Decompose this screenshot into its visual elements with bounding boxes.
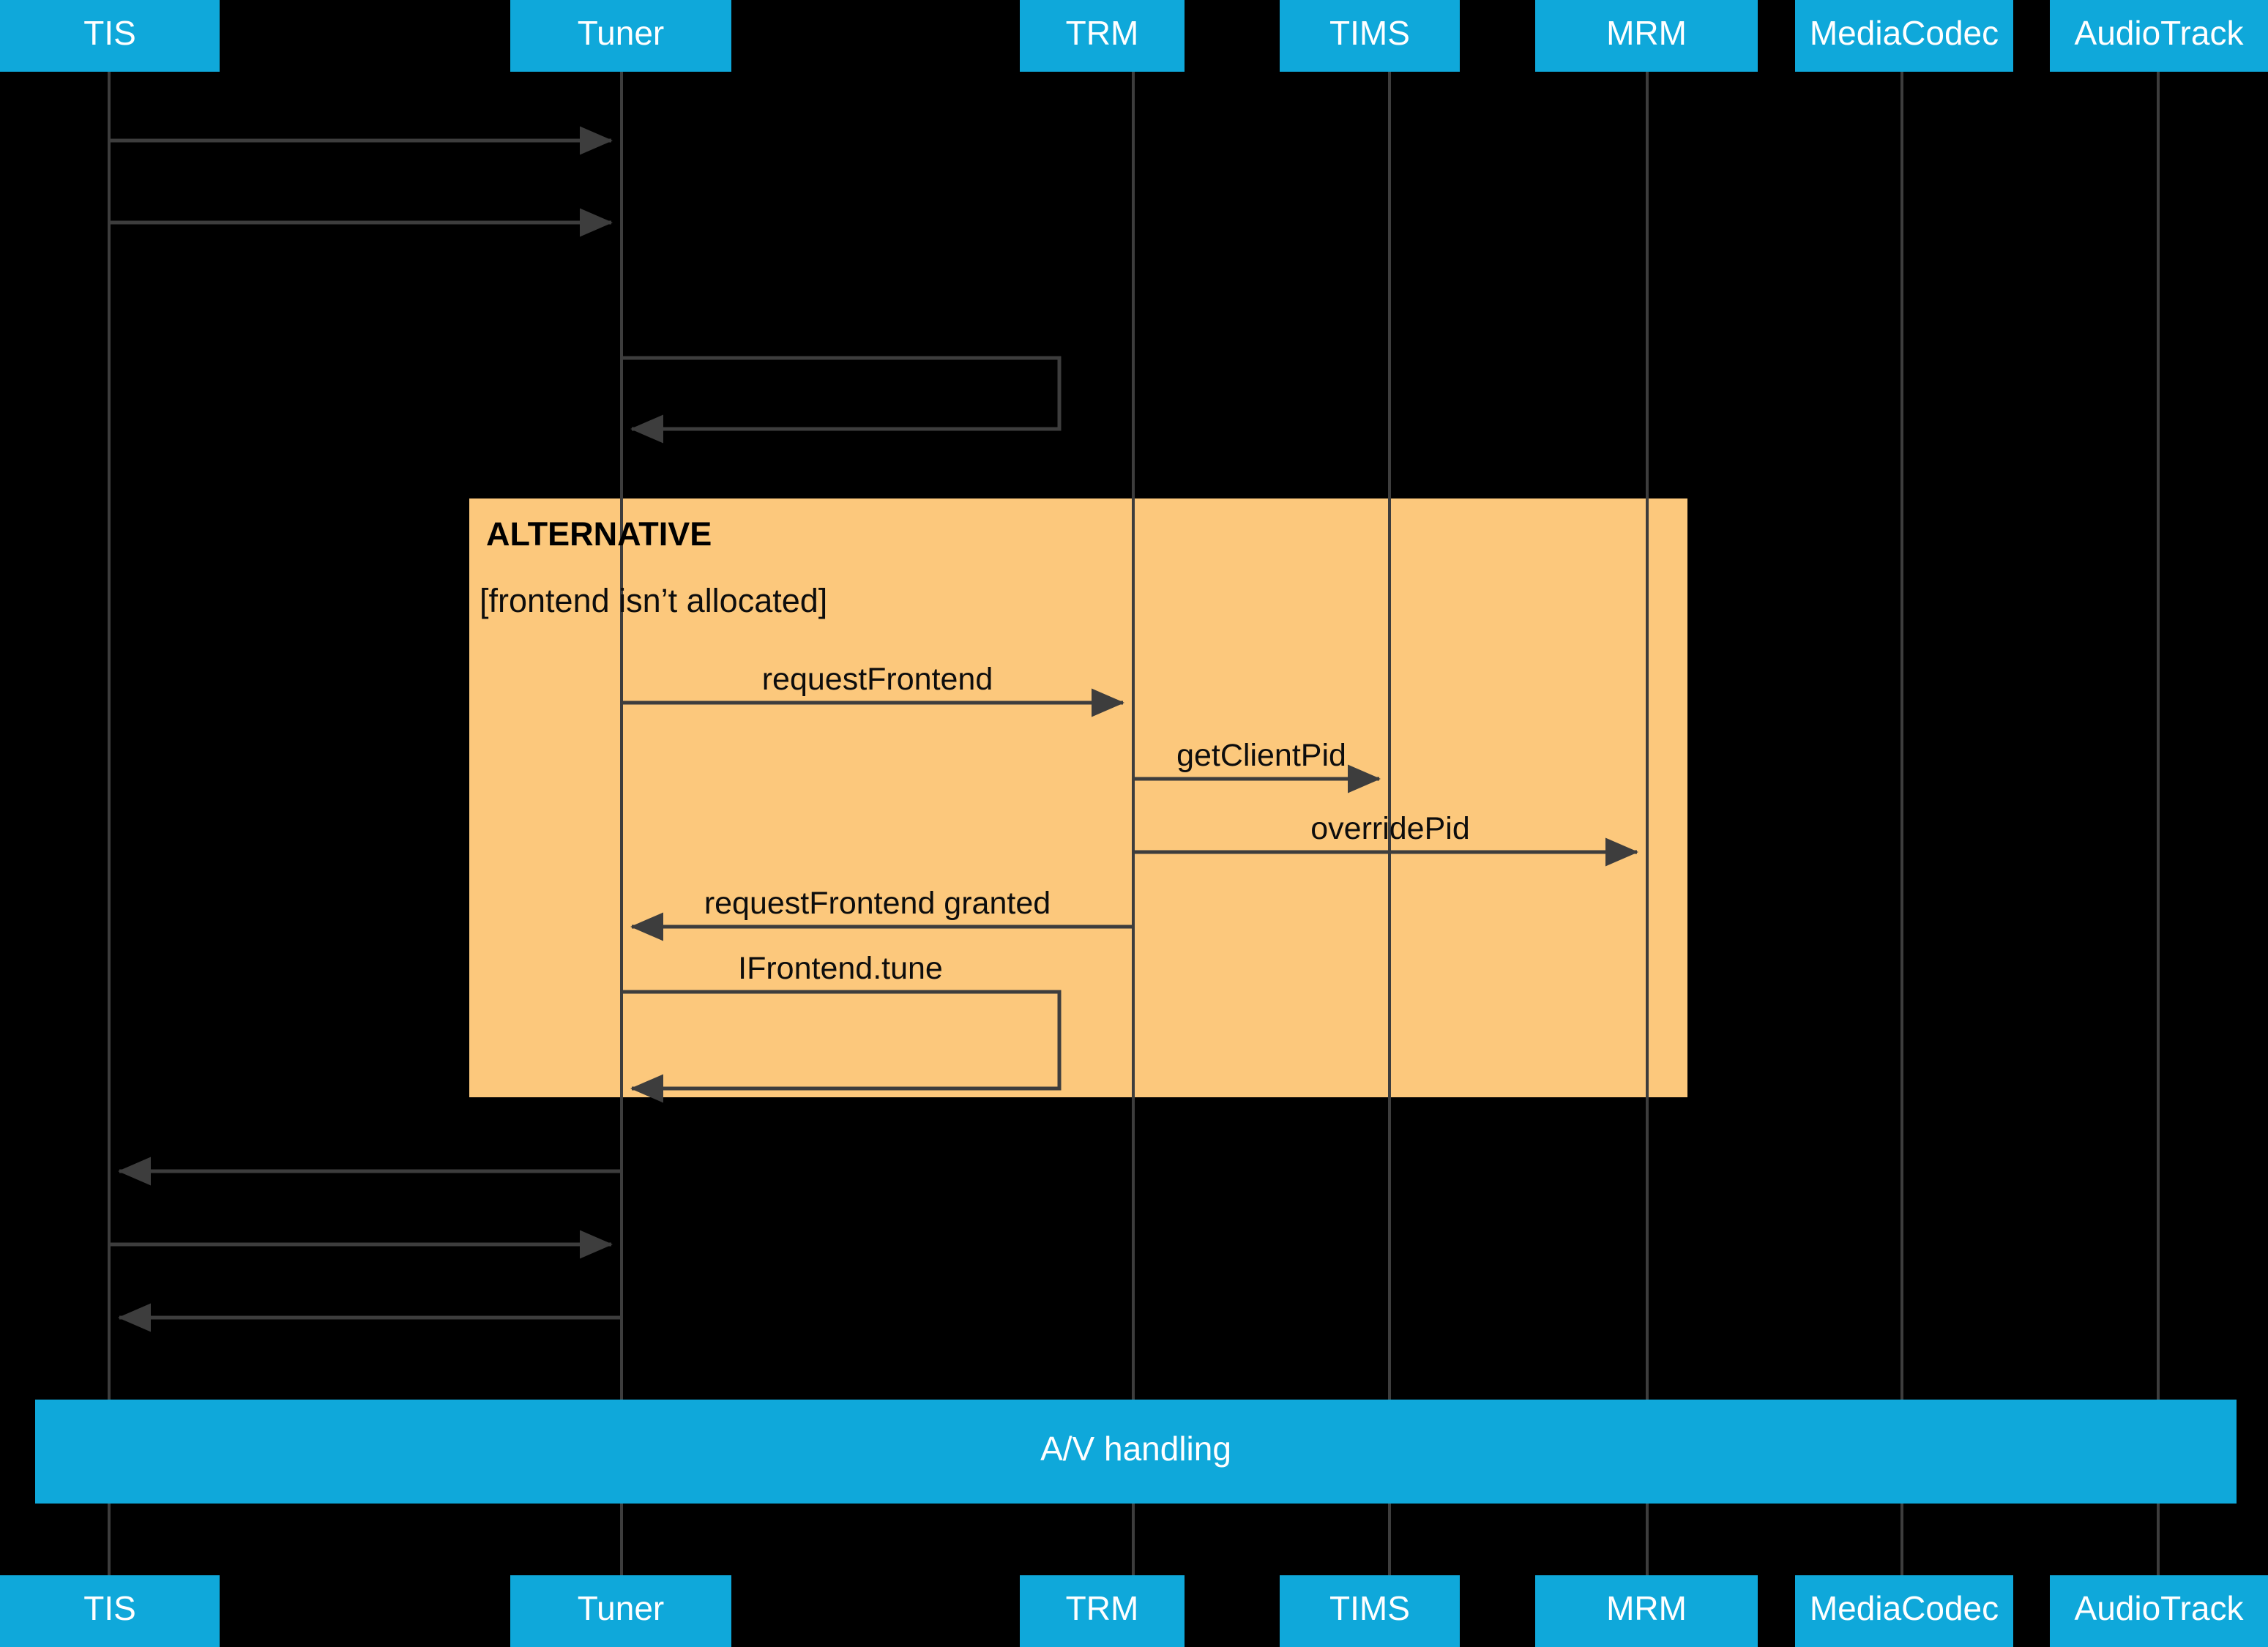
participant-label: AudioTrack (2075, 1589, 2245, 1627)
participant-foot-tims[interactable]: TIMS (1280, 1575, 1460, 1647)
participant-box[interactable] (510, 0, 731, 72)
participant-box[interactable] (0, 1575, 220, 1647)
participant-box[interactable] (1280, 0, 1460, 72)
message-m8: IFrontend.tune (622, 951, 1062, 1103)
participant-box[interactable] (0, 0, 220, 72)
participant-head-trm[interactable]: TRM (1020, 0, 1185, 72)
participant-label: MediaCodec (1810, 1589, 1999, 1627)
participant-head-mediacodec[interactable]: MediaCodec (1795, 0, 2013, 72)
participant-label: TIS (83, 1589, 136, 1627)
participant-label: AudioTrack (2075, 14, 2245, 52)
message-label: requestFrontend granted (704, 886, 1051, 921)
participant-box[interactable] (1795, 0, 2013, 72)
message-m7: requestFrontend granted (630, 886, 1133, 941)
participant-foot-mrm[interactable]: MRM (1535, 1575, 1758, 1647)
av-handling-band-layer: A/V handling (35, 1400, 2237, 1504)
participant-foot-audiotrack[interactable]: AudioTrack (2050, 1575, 2268, 1647)
participant-box[interactable] (1535, 0, 1758, 72)
message-m6: overridePid (1133, 811, 1638, 867)
participant-foot-trm[interactable]: TRM (1020, 1575, 1185, 1647)
participant-label: TRM (1066, 14, 1139, 52)
alternative-fragment (469, 498, 1687, 1097)
fragment-guard: [frontend isn’t allocated] (480, 582, 827, 619)
participant-box[interactable] (2050, 1575, 2268, 1647)
participant-label: Tuner (578, 1589, 664, 1627)
participant-box[interactable] (1020, 0, 1185, 72)
participant-box[interactable] (2050, 0, 2268, 72)
participant-head-tuner[interactable]: Tuner (510, 0, 731, 72)
participant-label: TIMS (1329, 14, 1410, 52)
participant-box[interactable] (1280, 1575, 1460, 1647)
participant-box[interactable] (1535, 1575, 1758, 1647)
participant-foot-mediacodec[interactable]: MediaCodec (1795, 1575, 2013, 1647)
av-handling-label: A/V handling (1040, 1430, 1231, 1468)
participant-label: MRM (1606, 14, 1687, 52)
fragment-title: ALTERNATIVE (486, 515, 712, 553)
participant-label: TIMS (1329, 1589, 1410, 1627)
participant-foot-tis[interactable]: TIS (0, 1575, 220, 1647)
participant-head-tims[interactable]: TIMS (1280, 0, 1460, 72)
participant-label: MRM (1606, 1589, 1687, 1627)
message-m3 (622, 356, 1062, 444)
messages-layer: requestFrontend getClientPid overridePid re… (109, 126, 1638, 1332)
participant-head-mrm[interactable]: MRM (1535, 0, 1758, 72)
participant-label: TRM (1066, 1589, 1139, 1627)
participant-box[interactable] (1020, 1575, 1185, 1647)
participant-label: TIS (83, 14, 136, 52)
participant-head-audiotrack[interactable]: AudioTrack (2050, 0, 2268, 72)
message-label: requestFrontend (762, 662, 993, 697)
message-label: IFrontend.tune (738, 951, 943, 986)
message-label: getClientPid (1176, 738, 1346, 773)
self-message-path (622, 990, 1062, 1103)
fragment-layer: ALTERNATIVE [frontend isn’t allocated] (469, 498, 1687, 1097)
participant-box[interactable] (510, 1575, 731, 1647)
self-message-path (622, 356, 1062, 444)
participant-label: Tuner (578, 14, 664, 52)
message-label: overridePid (1310, 811, 1470, 846)
participant-foot-tuner[interactable]: Tuner (510, 1575, 731, 1647)
message-m4: requestFrontend (622, 662, 1124, 717)
participant-head-tis[interactable]: TIS (0, 0, 220, 72)
participant-box[interactable] (1795, 1575, 2013, 1647)
av-handling-band (35, 1400, 2237, 1504)
message-m5: getClientPid (1133, 738, 1381, 793)
participant-label: MediaCodec (1810, 14, 1999, 52)
